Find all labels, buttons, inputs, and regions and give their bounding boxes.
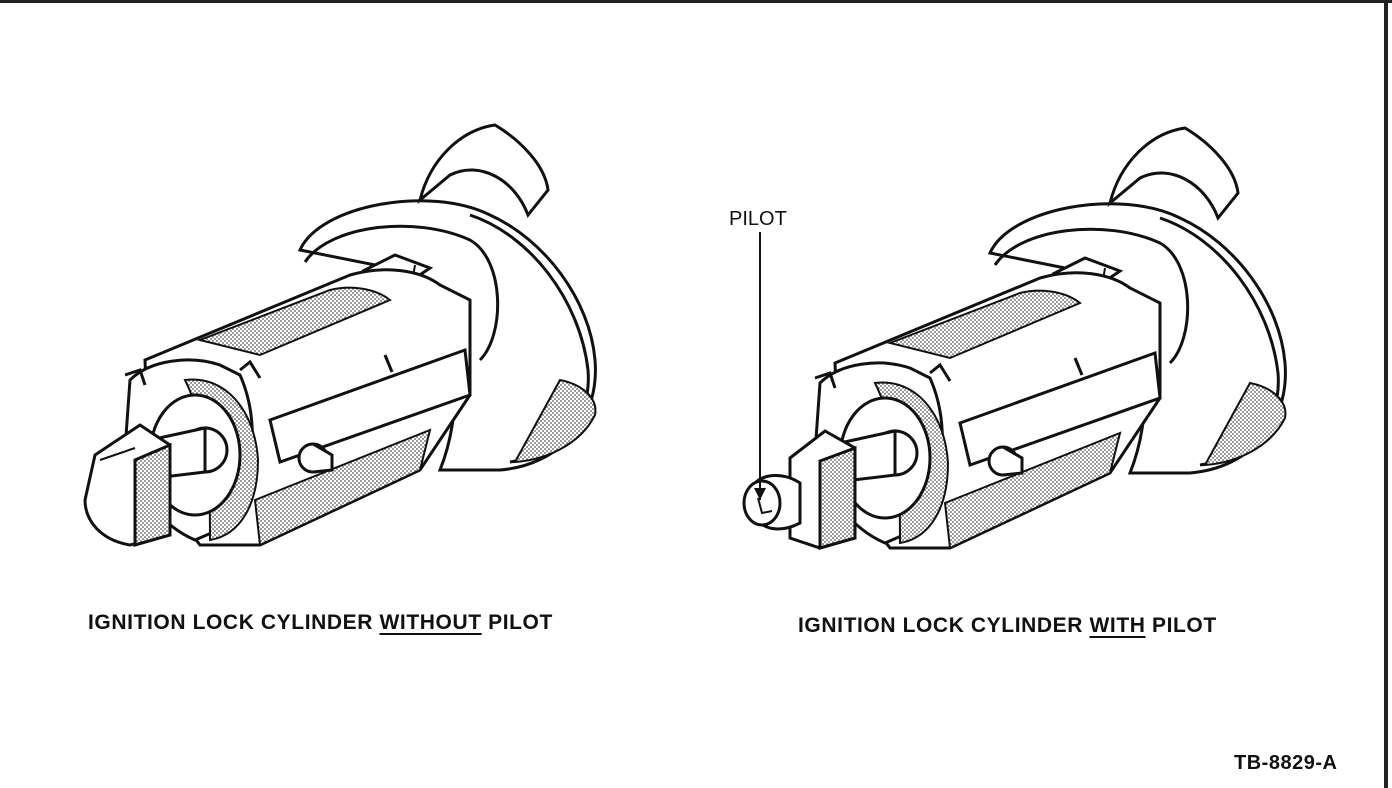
right-caption: IGNITION LOCK CYLINDER WITH PILOT — [798, 614, 1217, 637]
pilot-nub — [742, 474, 802, 531]
left-caption: IGNITION LOCK CYLINDER WITHOUT PILOT — [88, 611, 553, 634]
right-key-head — [788, 429, 857, 550]
left-caption-emphasis: WITHOUT — [379, 611, 482, 634]
left-lock-cylinder — [83, 123, 597, 547]
left-key-head — [83, 423, 172, 547]
right-lock-cylinder — [742, 126, 1287, 550]
right-border-rule — [1384, 0, 1388, 788]
figure-id: TB-8829-A — [1234, 752, 1338, 774]
pilot-callout-label: PILOT — [729, 208, 787, 230]
pilot-leader-arrow — [754, 488, 766, 500]
top-border-rule — [0, 0, 1392, 3]
right-caption-emphasis: WITH — [1089, 614, 1146, 637]
